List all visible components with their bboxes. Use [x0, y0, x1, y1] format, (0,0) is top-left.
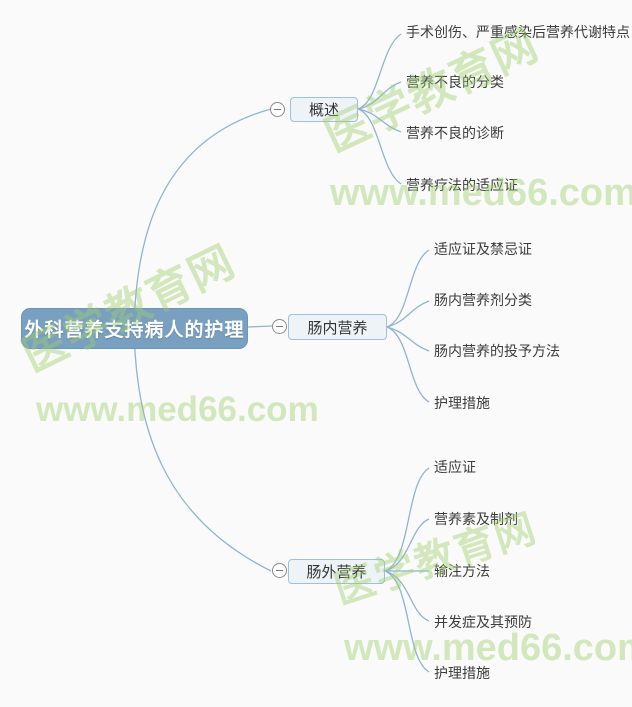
connector-leaf: [357, 108, 402, 133]
connector-leaf: [357, 81, 402, 110]
connector-leaf: [386, 326, 430, 352]
branch-topic-enteral-nutrition[interactable]: 肠内营养: [288, 314, 387, 340]
connector-leaf: [357, 33, 402, 110]
leaf-topic[interactable]: 护理措施: [434, 395, 490, 411]
leaf-topic[interactable]: 营养疗法的适应证: [406, 177, 518, 193]
connector-leaf: [386, 300, 430, 328]
branch-topic-parenteral-nutrition[interactable]: 肠外营养: [288, 559, 385, 584]
connector-leaf: [384, 570, 430, 622]
leaf-topic[interactable]: 适应证: [434, 459, 476, 475]
connector-leaf: [384, 518, 430, 572]
root-topic[interactable]: 外科营养支持病人的护理: [21, 308, 248, 349]
connector-leaf: [384, 570, 430, 673]
connector-leaf: [386, 249, 430, 328]
collapse-minus-icon[interactable]: [272, 563, 287, 578]
leaf-topic[interactable]: 护理措施: [434, 665, 490, 681]
leaf-topic[interactable]: 输注方法: [434, 563, 490, 579]
leaf-topic[interactable]: 手术创伤、严重感染后营养代谢特点: [406, 24, 630, 40]
leaf-topic[interactable]: 营养素及制剂: [434, 511, 518, 527]
leaf-topic[interactable]: 营养不良的诊断: [406, 125, 504, 141]
leaf-topic[interactable]: 并发症及其预防: [434, 614, 532, 630]
branch-topic-overview[interactable]: 概述: [290, 97, 358, 122]
leaf-topic[interactable]: 适应证及禁忌证: [434, 241, 532, 257]
collapse-minus-icon[interactable]: [270, 102, 285, 117]
leaf-topic[interactable]: 肠内营养剂分类: [434, 292, 532, 308]
connector-root-overview: [133, 108, 272, 329]
collapse-minus-icon[interactable]: [272, 319, 287, 334]
connector-leaf: [386, 326, 430, 403]
leaf-topic[interactable]: 肠内营养的投予方法: [434, 343, 560, 359]
leaf-topic[interactable]: 营养不良的分类: [406, 74, 504, 90]
connector-root-enteral: [247, 325, 273, 328]
connector-leaf: [357, 108, 402, 185]
connector-leaf: [384, 467, 430, 572]
connector-root-parenteral: [133, 327, 272, 572]
